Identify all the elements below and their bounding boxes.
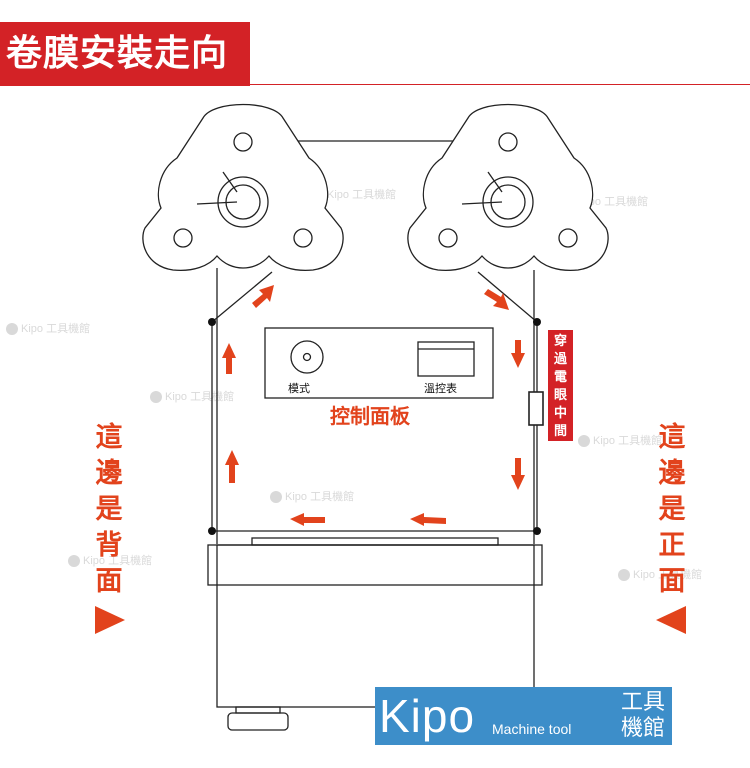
watermark: Kipo 工具機館	[578, 432, 662, 448]
arrow-up	[222, 343, 236, 374]
watermark: Kipo 工具機館	[6, 320, 90, 336]
foot	[227, 712, 289, 731]
brand-chinese-name: 工具 機館	[620, 690, 665, 741]
back-side-label: 這 邊 是 背 面	[95, 422, 123, 597]
electric-eye-label: 穿 過 電 眼 中 間	[548, 330, 573, 441]
brand-subtitle: Machine tool	[492, 721, 572, 737]
watermark: Kipo 工具機館	[618, 566, 702, 582]
corner-dot	[533, 527, 541, 535]
film-path-right-diagonal	[477, 271, 538, 323]
brand-logo: Kipo Machine tool 工具 機館	[375, 687, 672, 745]
mode-knob	[290, 340, 324, 374]
corner-dot	[208, 527, 216, 535]
control-panel-label: 控制面板	[330, 404, 410, 428]
corner-dot	[533, 318, 541, 326]
arrow-down	[511, 458, 525, 490]
film-path-left-diagonal	[211, 271, 273, 323]
arrow-up-right	[252, 285, 274, 308]
mode-knob-center	[302, 352, 312, 362]
back-side-triangle-icon	[95, 606, 125, 634]
front-side-label: 這 邊 是 正 面	[658, 422, 686, 597]
sealing-plate	[251, 537, 499, 546]
lower-housing	[216, 544, 535, 708]
arrow-left	[290, 513, 325, 526]
watermark: Kipo 工具機館	[68, 552, 152, 568]
title-rule	[250, 84, 750, 85]
temperature-display	[417, 341, 475, 377]
arrow-down	[511, 340, 525, 368]
arrow-up	[225, 450, 239, 483]
electric-eye-sensor	[528, 391, 544, 426]
corner-dot	[208, 318, 216, 326]
left-film-roll	[142, 103, 344, 272]
mode-label: 模式	[288, 382, 310, 395]
lower-housing-band	[207, 544, 543, 586]
page-title: 卷膜安裝走向	[0, 22, 250, 86]
right-film-roll	[407, 103, 609, 272]
arrow-down-right	[484, 289, 509, 310]
arrow-left	[410, 513, 446, 526]
temperature-controller-label: 溫控表	[424, 382, 457, 395]
watermark: Kipo 工具機館	[270, 488, 354, 504]
front-side-triangle-icon	[656, 606, 686, 634]
brand-name: Kipo	[379, 690, 476, 742]
control-panel-frame	[264, 327, 494, 399]
foot-top	[235, 706, 281, 714]
